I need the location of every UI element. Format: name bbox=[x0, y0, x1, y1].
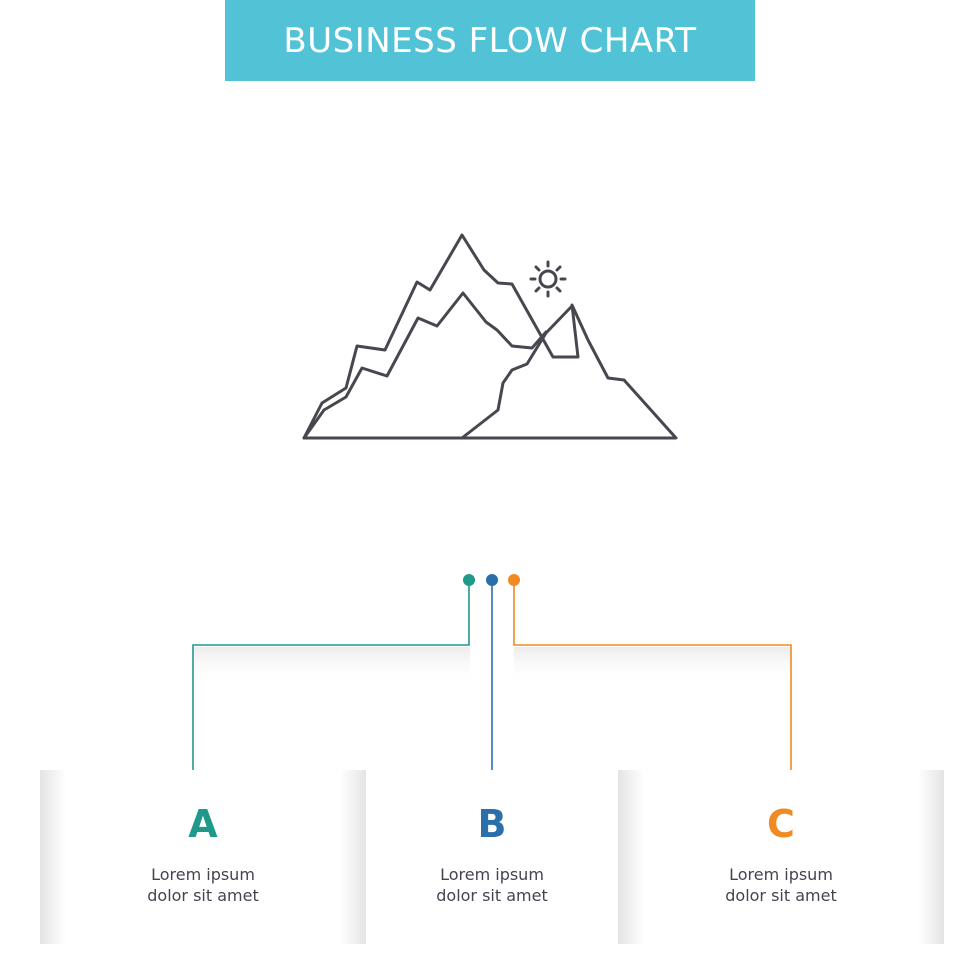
step-letter-a: A bbox=[188, 802, 218, 846]
step-description-a: Lorem ipsum dolor sit amet bbox=[66, 864, 340, 906]
mountain-with-sun-icon bbox=[302, 233, 678, 440]
title-banner: BUSINESS FLOW CHART bbox=[225, 0, 755, 81]
sun-icon bbox=[529, 260, 567, 298]
panel-c-left-shadow bbox=[618, 770, 644, 944]
mountain-front-slope bbox=[460, 304, 574, 440]
panel-a-left-shadow bbox=[40, 770, 66, 944]
mountain-outer-ridge bbox=[302, 233, 678, 440]
step-letter-b: B bbox=[477, 802, 507, 846]
connector-shadow-right bbox=[514, 647, 791, 685]
panel-c-right-shadow bbox=[918, 770, 944, 944]
step-a-line2: dolor sit amet bbox=[147, 886, 259, 905]
page-title: BUSINESS FLOW CHART bbox=[283, 20, 697, 61]
panel-a-right-shadow bbox=[340, 770, 366, 944]
step-b-line2: dolor sit amet bbox=[436, 886, 548, 905]
step-c-line2: dolor sit amet bbox=[725, 886, 837, 905]
step-b-line1: Lorem ipsum bbox=[440, 865, 544, 884]
step-a-line1: Lorem ipsum bbox=[151, 865, 255, 884]
connector-c-dot bbox=[508, 574, 520, 586]
step-panel-c: C Lorem ipsum dolor sit amet bbox=[644, 770, 918, 944]
connector-shadow-left bbox=[194, 647, 470, 685]
step-panel-b: B Lorem ipsum dolor sit amet bbox=[366, 770, 618, 944]
step-letter-c: C bbox=[767, 802, 795, 846]
connector-c bbox=[513, 581, 792, 781]
step-description-b: Lorem ipsum dolor sit amet bbox=[366, 864, 618, 906]
connector-a bbox=[192, 581, 470, 781]
step-panel-a: A Lorem ipsum dolor sit amet bbox=[66, 770, 340, 944]
connector-a-dot bbox=[463, 574, 475, 586]
connector-b-dot bbox=[486, 574, 498, 586]
step-c-line1: Lorem ipsum bbox=[729, 865, 833, 884]
mountain-inner-ridge bbox=[302, 291, 548, 440]
step-description-c: Lorem ipsum dolor sit amet bbox=[644, 864, 918, 906]
